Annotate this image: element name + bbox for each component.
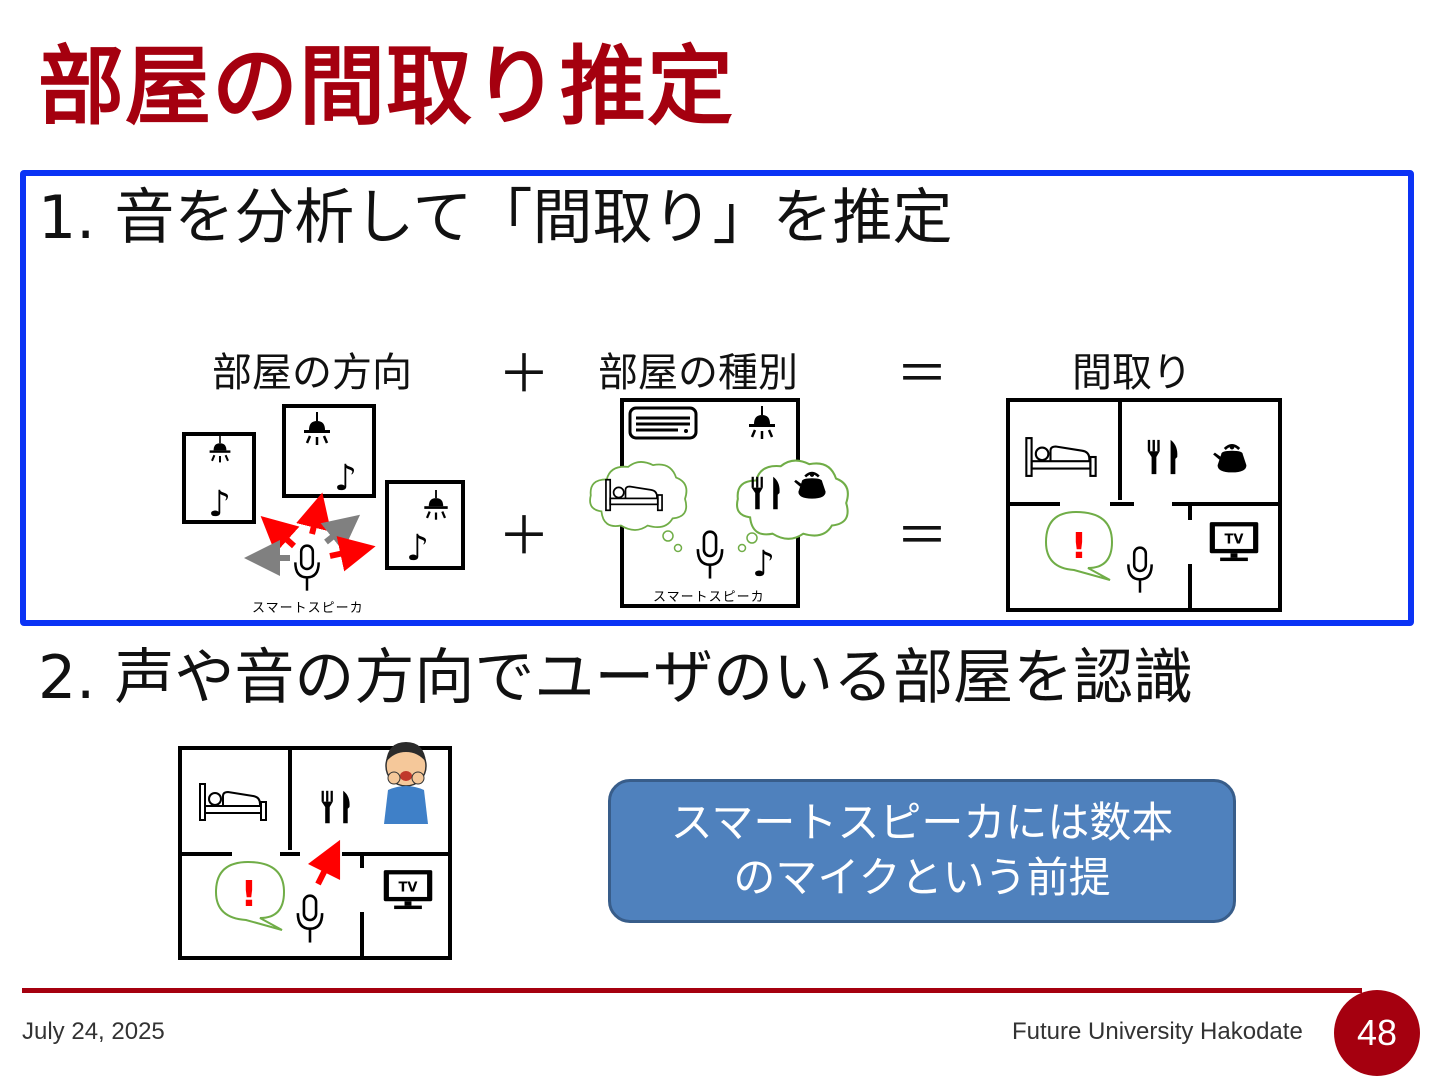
point-1-frame bbox=[20, 170, 1414, 626]
room-direction-diagram: ♪ ♪ ♪ bbox=[182, 404, 465, 593]
thought-bubble-dot bbox=[662, 530, 674, 542]
smart-speaker-caption-1: スマートスピーカ bbox=[252, 601, 364, 616]
page-number: 48 bbox=[1356, 1012, 1398, 1053]
music-note-icon: ♪ bbox=[752, 544, 775, 585]
thought-cloud-icon bbox=[589, 460, 688, 531]
speech-bubble-icon bbox=[214, 860, 286, 931]
user-room-diagram: ! bbox=[178, 742, 452, 960]
direction-arrow bbox=[260, 515, 300, 554]
assumption-callout: スマートスピーカには数本 のマイクという前提 bbox=[608, 779, 1236, 923]
direction-arrow bbox=[320, 514, 361, 552]
music-note-icon: ♪ bbox=[208, 484, 231, 525]
plus-sign-top: ＋ bbox=[498, 345, 551, 405]
thought-bubble-dot bbox=[673, 543, 683, 553]
music-note-icon: ♪ bbox=[334, 458, 357, 499]
label-room-type: 部屋の種別 bbox=[598, 350, 798, 396]
exclamation-icon: ! bbox=[1071, 526, 1087, 567]
footer-divider bbox=[22, 988, 1362, 993]
label-room-direction: 部屋の方向 bbox=[212, 350, 412, 396]
page-number-badge: 48 bbox=[1334, 990, 1420, 1076]
equals-sign-bottom: ＝ bbox=[896, 507, 949, 567]
room-type-diagram: ♪ bbox=[589, 398, 850, 608]
callout-line-1: スマートスピーカには数本 bbox=[670, 798, 1174, 848]
label-room-layout: 間取り bbox=[1072, 350, 1192, 396]
callout-line-2: のマイクという前提 bbox=[733, 853, 1111, 902]
microphone-icon bbox=[293, 544, 321, 593]
point-1-text: 1. 音を分析して「間取り」を推定 bbox=[38, 183, 953, 253]
speech-bubble-icon bbox=[1044, 510, 1114, 581]
exclamation-icon: ! bbox=[241, 874, 257, 915]
direction-arrow bbox=[329, 536, 376, 572]
music-note-icon: ♪ bbox=[406, 528, 429, 569]
air-conditioner-icon bbox=[628, 406, 698, 440]
direction-arrow bbox=[307, 839, 341, 886]
smart-speaker-caption-2: スマートスピーカ bbox=[653, 590, 765, 605]
footer-date: July 24, 2025 bbox=[22, 1018, 165, 1045]
slide-title: 部屋の間取り推定 bbox=[38, 37, 734, 137]
footer-organization: Future University Hakodate bbox=[1012, 1018, 1303, 1045]
point-2-text: 2. 声や音の方向でユーザのいる部屋を認識 bbox=[38, 643, 1194, 713]
direction-arrow bbox=[296, 492, 332, 535]
floor-plan-diagram: ! bbox=[1006, 398, 1282, 612]
user-avatar-icon bbox=[384, 742, 428, 824]
thought-bubble-dot bbox=[737, 543, 747, 553]
equals-sign-top: ＝ bbox=[896, 345, 949, 405]
thought-bubble-dot bbox=[746, 532, 758, 544]
plus-sign-bottom: ＋ bbox=[498, 507, 551, 567]
